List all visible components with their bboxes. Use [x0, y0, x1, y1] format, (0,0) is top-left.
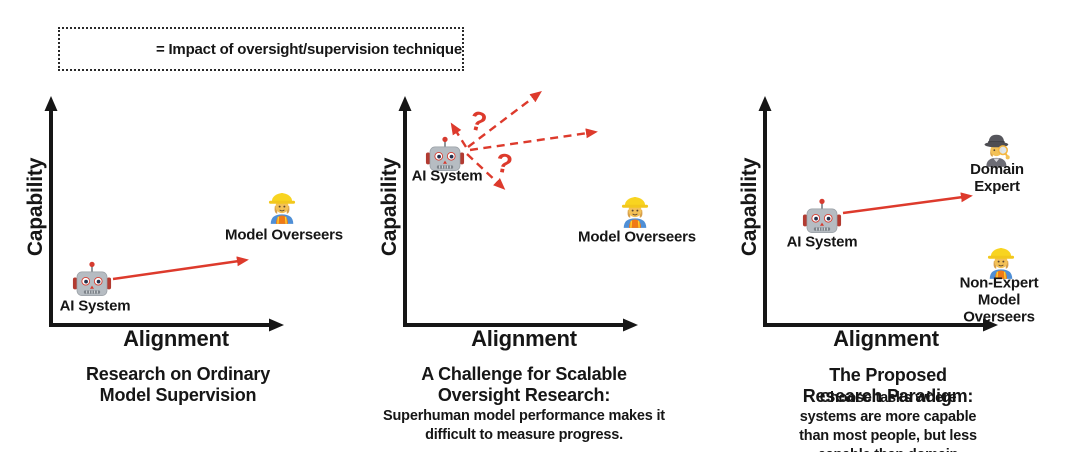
legend-box: = Impact of oversight/supervision techni…	[58, 27, 464, 71]
panel1-caption-title: Research on Ordinary Model Supervision	[85, 364, 271, 405]
panel2-y-axis-label: Capability	[378, 157, 401, 257]
robot-icon	[802, 197, 842, 237]
panel2-uncertainty-arrow-up-right	[467, 90, 542, 148]
panel3-impact-arrow	[842, 192, 973, 215]
panel3-ai-system-label: AI System	[786, 233, 858, 251]
panel3-non-expert-overseers-label: Non-Expert Model Overseers	[959, 274, 1039, 326]
panel1-x-axis-label: Alignment	[123, 326, 229, 351]
panel3-domain-expert-label: Domain Expert	[970, 161, 1024, 195]
panel1-y-axis-label: Capability	[24, 157, 47, 257]
construction-worker-icon	[263, 187, 301, 225]
panel2-uncertainty-arrow-down-right	[466, 153, 506, 190]
panel1-impact-arrow	[112, 256, 249, 281]
construction-worker-icon	[616, 191, 654, 229]
panel2-ai-system-label: AI System	[411, 167, 483, 185]
panel1-ai-system-label: AI System	[59, 297, 131, 315]
panel3-caption-title: The Proposed Research Paradigm:	[802, 365, 974, 406]
panel2-uncertainty-arrow-right	[469, 128, 598, 152]
panel2-caption-title: A Challenge for Scalable Oversight Resea…	[421, 364, 627, 405]
legend-label: = Impact of oversight/supervision techni…	[155, 40, 462, 58]
panel2-model-overseers-label: Model Overseers	[578, 228, 696, 246]
panel3-y-axis-label: Capability	[738, 157, 761, 257]
panel3-caption-subtitle: Choose tasks where systems are more capa…	[799, 390, 977, 452]
panel2-x-axis-label: Alignment	[471, 326, 577, 351]
panel3-x-axis-label: Alignment	[833, 326, 939, 351]
robot-icon	[72, 260, 112, 300]
panel2-caption-subtitle: Superhuman model performance makes it di…	[383, 408, 665, 443]
panel2-uncertainty-arrow-up-left	[450, 122, 468, 148]
panel1-model-overseers-label: Model Overseers	[225, 226, 343, 244]
